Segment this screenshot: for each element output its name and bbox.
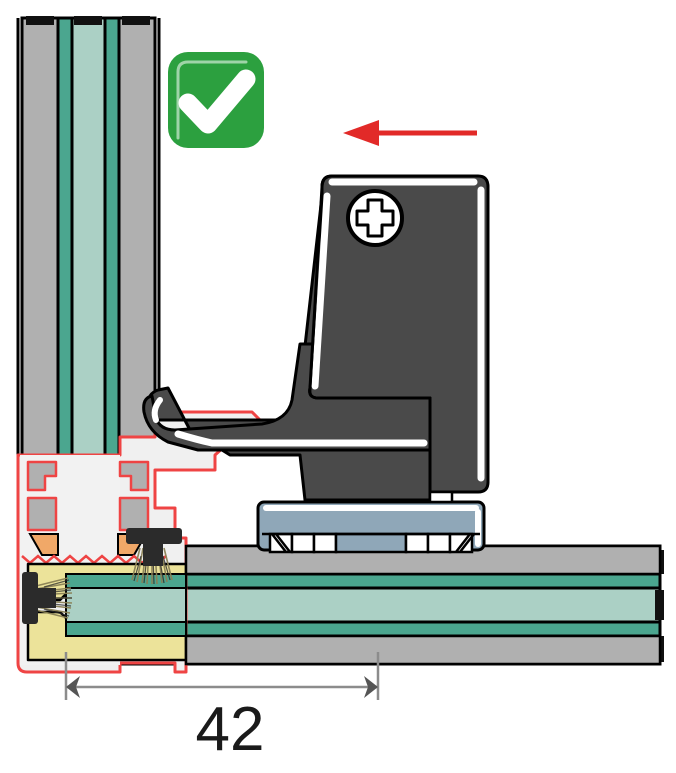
brush-seal-vertical xyxy=(126,528,182,585)
arrow-head xyxy=(343,120,379,146)
setting-block-left xyxy=(28,533,59,556)
mounting-block-internal-cells xyxy=(268,532,474,554)
brush-carrier-vertical-head xyxy=(126,528,182,544)
glass-edge-left-cavity xyxy=(65,587,187,623)
bed-rail-lower xyxy=(65,621,187,637)
bed-rail-upper xyxy=(65,573,187,589)
handle-outline-overstroke xyxy=(308,174,424,400)
frame-chamber-upper-left xyxy=(26,460,58,492)
check-icon xyxy=(178,69,256,134)
mounting-block xyxy=(256,490,486,554)
frame-rebate-band-lower xyxy=(184,634,662,666)
phillips-screw xyxy=(346,189,404,247)
cut-mark-top-c xyxy=(122,16,150,25)
check-badge-inner-highlight xyxy=(176,60,248,140)
mounting-block-diagonals xyxy=(271,533,475,553)
mounting-block-foot xyxy=(428,490,454,504)
dimension-arrowhead-right xyxy=(364,676,378,698)
brush-seal-horizontal xyxy=(22,572,73,624)
handle-highlight-hook xyxy=(174,430,428,447)
handle-highlight-hook-left xyxy=(151,397,163,423)
width-dimension-42: 42 xyxy=(64,652,380,764)
dimension-label: 42 xyxy=(196,695,265,764)
brush-carrier-horizontal-head xyxy=(22,572,38,624)
cut-mark-top-b xyxy=(74,16,102,25)
left-pointing-arrow xyxy=(343,120,477,146)
frame-chamber-lower-left xyxy=(26,496,58,532)
dimension-arrowhead-left xyxy=(66,676,80,698)
glazing-bed-rails xyxy=(65,573,187,637)
cut-mark-right-b xyxy=(655,590,664,620)
brush-carrier-vertical-stem xyxy=(143,540,163,566)
cut-mark-top-a xyxy=(26,16,54,25)
frame-chamber-upper-right xyxy=(118,460,150,492)
frame-chamber-lower-right xyxy=(118,496,150,532)
approved-check-badge xyxy=(168,52,264,148)
handle-highlight-diagonal xyxy=(311,192,331,390)
screw-cross-slot-icon xyxy=(355,198,395,238)
handle-lever-dark xyxy=(142,174,490,502)
